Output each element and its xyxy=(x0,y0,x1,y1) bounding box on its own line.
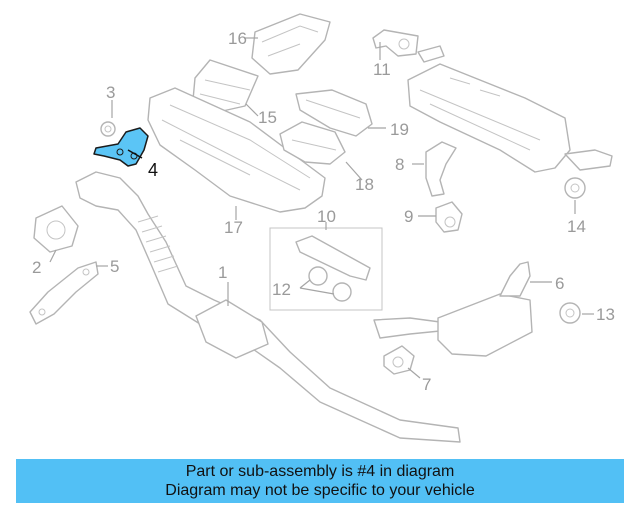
callout-1: 1 xyxy=(218,263,227,282)
callout-11: 11 xyxy=(373,60,391,79)
part-8-pipe[interactable] xyxy=(425,141,457,197)
part-6-center-muffler[interactable] xyxy=(373,261,533,357)
callout-13: 13 xyxy=(596,305,615,324)
callout-3: 3 xyxy=(106,83,115,102)
callout-14: 14 xyxy=(567,217,586,236)
callout-5: 5 xyxy=(110,257,119,276)
part-9-clamp[interactable] xyxy=(435,201,463,233)
part-13-isolator[interactable] xyxy=(559,302,581,324)
part-18-heat-shield[interactable] xyxy=(279,121,346,165)
part-2-gasket[interactable] xyxy=(33,205,79,253)
callout-4: 4 xyxy=(148,160,158,180)
part-11-bracket[interactable] xyxy=(372,29,419,57)
part-16-heat-shield[interactable] xyxy=(251,13,331,75)
callout-6: 6 xyxy=(555,274,564,293)
part-17-underbody-heat-shield[interactable] xyxy=(147,87,326,213)
part-5-bracket[interactable] xyxy=(29,261,99,325)
callout-12: 12 xyxy=(272,280,291,299)
leader-lines xyxy=(49,37,594,379)
callout-19: 19 xyxy=(390,120,409,139)
callout-15: 15 xyxy=(258,108,277,127)
info-banner: Part or sub-assembly is #4 in diagram Di… xyxy=(16,459,624,503)
exhaust-parts-diagram: 16 11 3 4 15 19 8 18 17 10 9 14 2 5 1 12… xyxy=(29,13,615,443)
banner-line-1: Part or sub-assembly is #4 in diagram xyxy=(185,463,455,480)
banner-line-2: Diagram may not be specific to your vehi… xyxy=(165,482,475,499)
part-19-heat-shield[interactable] xyxy=(295,89,373,137)
callout-8: 8 xyxy=(395,155,404,174)
part-3-nut[interactable] xyxy=(100,121,116,137)
callout-2: 2 xyxy=(32,258,41,277)
part-14-isolator[interactable] xyxy=(564,177,586,199)
part-1-front-pipe-converter[interactable] xyxy=(75,171,461,443)
callout-9: 9 xyxy=(404,207,413,226)
callout-16: 16 xyxy=(228,29,247,48)
callout-10: 10 xyxy=(317,207,336,226)
part-rear-muffler[interactable] xyxy=(407,45,613,173)
callout-17: 17 xyxy=(224,218,243,237)
callout-18: 18 xyxy=(355,175,374,194)
part-10-bracket-group[interactable] xyxy=(269,227,383,311)
callout-7: 7 xyxy=(422,375,431,394)
